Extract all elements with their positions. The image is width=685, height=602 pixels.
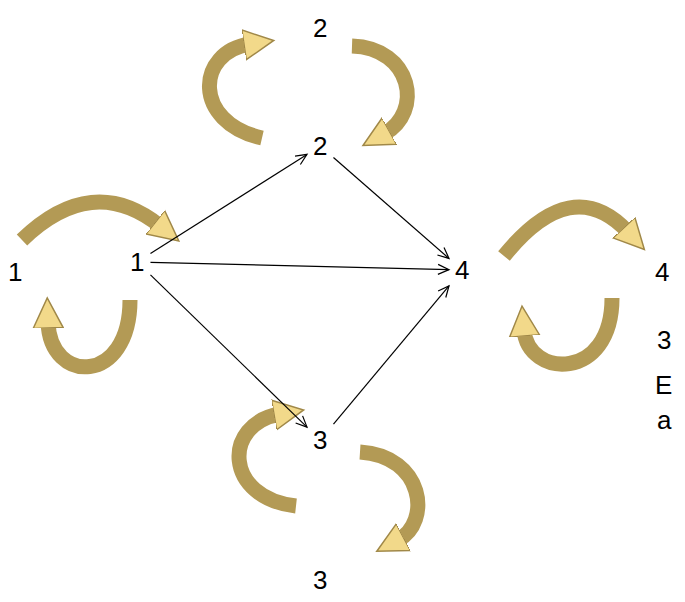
- state-label: 3: [657, 325, 671, 355]
- number-node: 1: [124, 245, 150, 279]
- transition-arrow: [333, 158, 449, 259]
- state-label: 1: [8, 257, 22, 287]
- number-node: 2: [307, 129, 333, 163]
- state-label: 3: [313, 565, 327, 595]
- node-number: 3: [313, 425, 327, 455]
- state-label: 4: [655, 257, 669, 287]
- node-number: 1: [130, 247, 144, 277]
- transition-arrow: [150, 154, 307, 253]
- node-number: 4: [455, 255, 469, 285]
- number-node: 4: [449, 253, 475, 287]
- state-label: E: [655, 370, 672, 400]
- state-label: a: [657, 405, 671, 435]
- transition-arrow: [150, 262, 449, 269]
- node-number: 2: [313, 131, 327, 161]
- transition-arrow: [333, 286, 449, 424]
- number-node: 3: [307, 423, 333, 457]
- state-label: 2: [313, 13, 327, 43]
- transition-arrow: [150, 275, 307, 427]
